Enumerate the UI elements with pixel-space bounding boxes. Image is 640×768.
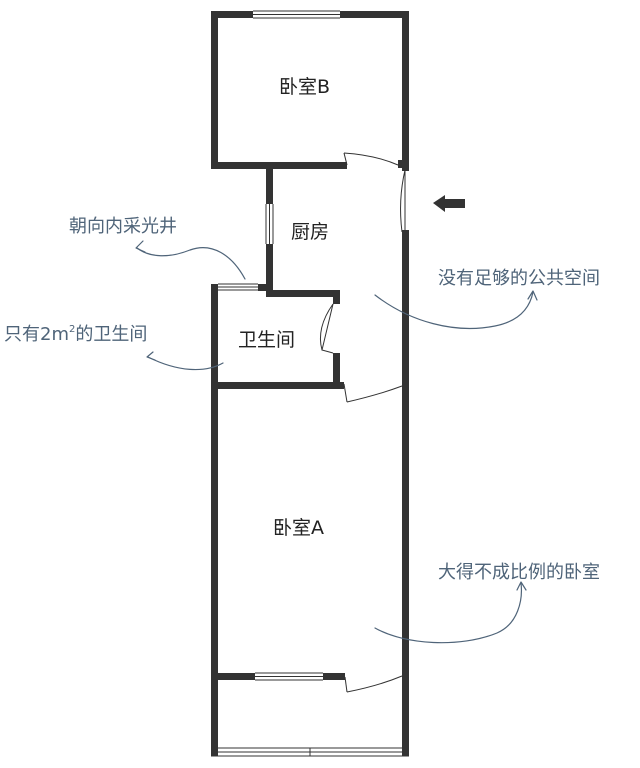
annotation-arrowhead-light-well (135, 240, 146, 253)
annotation-arrowhead-small-bathroom (146, 351, 156, 361)
annotation-small-bathroom-prefix: 只有2m (4, 324, 69, 345)
annotation-oversized-bedroom: 大得不成比例的卧室 (438, 562, 600, 583)
bathroom-top-wall (266, 290, 340, 297)
walls (211, 11, 409, 756)
window-bathroom (218, 283, 266, 291)
door-bedroom-a (343, 383, 403, 403)
arrow-left-icon (433, 195, 465, 212)
kitchen-left-wall-lower (266, 244, 273, 294)
room-label-bedroom-b: 卧室B (279, 76, 330, 98)
bedroom-b-top-wall-left (211, 11, 253, 18)
door-entrance (400, 169, 409, 233)
bedroom-b-left-wall (211, 11, 218, 169)
windows (211, 10, 409, 757)
right-wall (402, 230, 409, 756)
door-bathroom (319, 303, 334, 354)
bathroom-right-wall-lower (333, 353, 340, 387)
annotation-line-oversized-bedroom (374, 582, 522, 644)
annotation-line-no-public-space (374, 291, 534, 329)
bathroom-bottom-wall (211, 382, 344, 389)
window-balcony (211, 747, 409, 757)
right-wall-upper (398, 160, 409, 168)
doors (319, 152, 409, 693)
door-bedroom-b (343, 152, 399, 166)
annotation-small-bathroom-suffix: 的卫生间 (75, 324, 147, 345)
door-balcony (344, 675, 403, 693)
bedroom-b-top-wall-right (340, 11, 409, 18)
left-wall (211, 284, 218, 756)
window-bedroom-a (255, 672, 323, 681)
annotation-light-well: 朝向内采光井 (69, 216, 177, 237)
kitchen-left-wall-upper (266, 169, 273, 204)
annotation-line-small-bathroom (147, 356, 224, 371)
bedroom-b-bottom-wall (211, 162, 347, 169)
room-label-bedroom-a: 卧室A (273, 517, 324, 539)
bedroom-a-bottom-wall-right (323, 673, 345, 680)
window-kitchen (265, 204, 274, 244)
annotation-small-bathroom: 只有2m2的卫生间 (4, 324, 147, 345)
annotation-small-bathroom-sup: 2 (69, 324, 75, 335)
room-label-bathroom: 卫生间 (238, 329, 295, 351)
annotation-line-light-well (136, 247, 246, 280)
bathroom-right-wall-stub (333, 290, 340, 304)
window-bedroom-b (253, 10, 340, 19)
bedroom-b-right-wall (402, 11, 409, 171)
annotation-arrowhead-no-public-space (527, 290, 538, 301)
annotation-arrowhead-oversized-bedroom (516, 581, 527, 591)
annotation-no-public-space: 没有足够的公共空间 (438, 268, 600, 289)
bedroom-a-bottom-wall-left (211, 673, 255, 680)
room-label-kitchen: 厨房 (291, 221, 329, 243)
